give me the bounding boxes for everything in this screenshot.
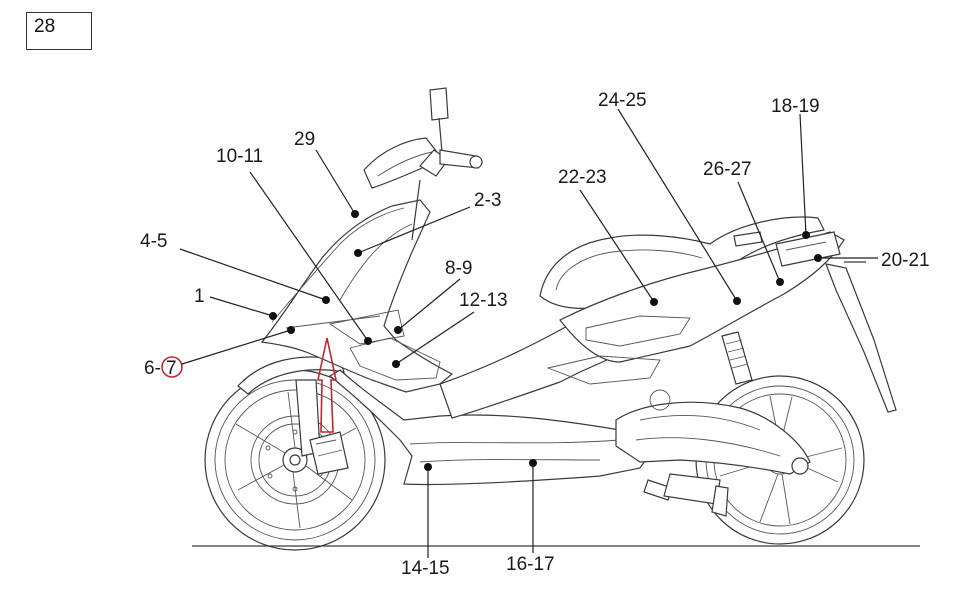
callout-16-17: 16-17 <box>506 554 555 575</box>
callout-1: 1 <box>194 286 205 307</box>
highlight-circle <box>161 356 183 378</box>
callout-12-13: 12-13 <box>459 290 508 311</box>
page-number-box: 28 <box>26 12 92 50</box>
page-number: 28 <box>34 16 56 37</box>
lower-body-panel <box>328 369 662 486</box>
callout-22-23: 22-23 <box>558 167 607 188</box>
highlight-arrow <box>317 337 337 433</box>
handlebar <box>411 87 483 241</box>
rear-shock <box>721 331 753 385</box>
callout-6-7-prefix: 6- <box>144 358 161 379</box>
callout-6-7-suffix: 7 <box>166 358 177 379</box>
tail-light <box>775 231 841 267</box>
callout-20-21: 20-21 <box>881 250 930 271</box>
engine-swingarm <box>615 401 811 475</box>
callout-2-3: 2-3 <box>474 190 501 211</box>
front-shield <box>260 199 454 393</box>
callout-26-27: 26-27 <box>703 159 752 180</box>
callout-dots <box>269 210 822 471</box>
callout-18-19: 18-19 <box>771 96 820 117</box>
front-fork <box>295 379 349 475</box>
leader-lines <box>179 108 878 558</box>
callout-8-9: 8-9 <box>445 258 472 279</box>
muffler <box>663 473 721 505</box>
callout-24-25: 24-25 <box>598 90 647 111</box>
rear-fender <box>825 263 897 413</box>
callout-14-15: 14-15 <box>401 558 450 579</box>
front-fender <box>237 356 345 395</box>
callout-4-5: 4-5 <box>140 231 167 252</box>
callout-10-11: 10-11 <box>216 146 263 167</box>
callout-29: 29 <box>294 129 315 150</box>
